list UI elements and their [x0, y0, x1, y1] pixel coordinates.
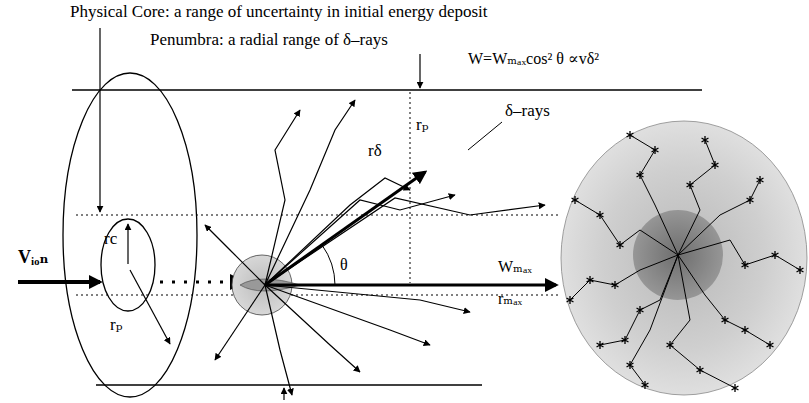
electron-walk — [630, 135, 678, 255]
symbol-label: rₘₐₓ — [498, 290, 522, 307]
electron-walk — [678, 180, 760, 255]
ionization-mark — [712, 161, 719, 169]
symbol-label: θ — [340, 256, 348, 273]
ionization-mark — [617, 241, 624, 249]
ionization-mark — [742, 261, 749, 269]
radius-arrow — [127, 224, 128, 264]
ionization-mark — [797, 266, 804, 274]
radius-arrow — [130, 270, 170, 344]
ionization-mark — [687, 181, 694, 189]
core-ellipse: rc — [100, 218, 156, 312]
electron-walk — [678, 255, 770, 345]
ellipse-outline — [62, 72, 198, 398]
angle-arc — [322, 245, 335, 285]
delta-ray — [265, 195, 455, 285]
ionization-mark — [597, 211, 604, 219]
delta-rays — [205, 100, 556, 395]
leader-line — [468, 122, 502, 150]
symbol-label: Wₘₐₓ — [498, 258, 532, 275]
annotation: Physical Core: a range of uncertainty in… — [70, 2, 488, 21]
electron-walk — [600, 255, 678, 345]
electron-walk — [570, 255, 678, 300]
ionization-mark — [742, 326, 749, 334]
ionization-mark — [622, 336, 629, 344]
ionization-mark — [567, 296, 574, 304]
ionization-mark — [612, 281, 619, 289]
annotation: Penumbra: a radial range of δ–rays — [150, 30, 388, 49]
delta-ray — [215, 285, 265, 360]
electron-walk — [678, 240, 800, 270]
penumbra-disk — [561, 121, 807, 395]
ionization-mark — [627, 361, 634, 369]
delta-ray — [265, 285, 292, 395]
range-marker — [410, 92, 411, 283]
ionization-mark — [627, 131, 634, 139]
symbol-label: rδ — [368, 141, 382, 160]
electron-walk — [670, 255, 735, 388]
pointer-arrow — [419, 54, 420, 88]
ionization-mark — [587, 276, 594, 284]
ionization-mark — [757, 176, 764, 184]
ionization-mark — [697, 366, 704, 374]
electron-walk — [575, 200, 678, 255]
delta-ray — [205, 225, 265, 285]
ionization-mark — [652, 146, 659, 154]
symbol-label: δ–rays — [505, 101, 550, 120]
radius-label: rₚ — [110, 315, 122, 334]
ionization-mark — [747, 196, 754, 204]
delta-ray — [265, 285, 430, 345]
ionization-mark — [572, 196, 579, 204]
ionization-mark — [722, 316, 729, 324]
delta-ray — [265, 284, 556, 287]
symbol-label: W=Wₘₐₓcos² θ ∝vδ² — [468, 50, 599, 67]
ionization-mark — [637, 306, 644, 314]
pointer-arrow — [283, 388, 284, 400]
delta-ray — [265, 110, 300, 285]
core-boundary — [76, 215, 560, 216]
ionization-mark — [767, 341, 774, 349]
delta-ray — [265, 172, 425, 285]
ionization-mark — [667, 341, 674, 349]
symbol-label: Vᵢₒₙ — [18, 247, 49, 267]
ionization-mark — [772, 251, 779, 259]
ionization-mark — [702, 136, 709, 144]
symbol-label: rₚ — [416, 115, 428, 134]
delta-ray — [265, 198, 545, 285]
ion-arrow — [18, 280, 100, 284]
ionization-mark — [637, 171, 644, 179]
ionization-mark — [732, 384, 739, 392]
pointer-arrow — [99, 28, 100, 212]
delta-ray — [265, 285, 360, 372]
delta-ray — [265, 178, 410, 285]
delta-ray — [265, 100, 355, 285]
penumbra-boundary — [72, 89, 702, 90]
penumbra-ellipse: rₚ rc — [62, 72, 198, 398]
electron-walks — [570, 135, 800, 388]
radius-label: rc — [104, 229, 117, 248]
ionization-mark — [642, 381, 649, 389]
ionization-marks — [567, 131, 804, 392]
electron-walk — [630, 255, 678, 385]
delta-ray — [265, 285, 470, 312]
ionization-mark — [597, 341, 604, 349]
